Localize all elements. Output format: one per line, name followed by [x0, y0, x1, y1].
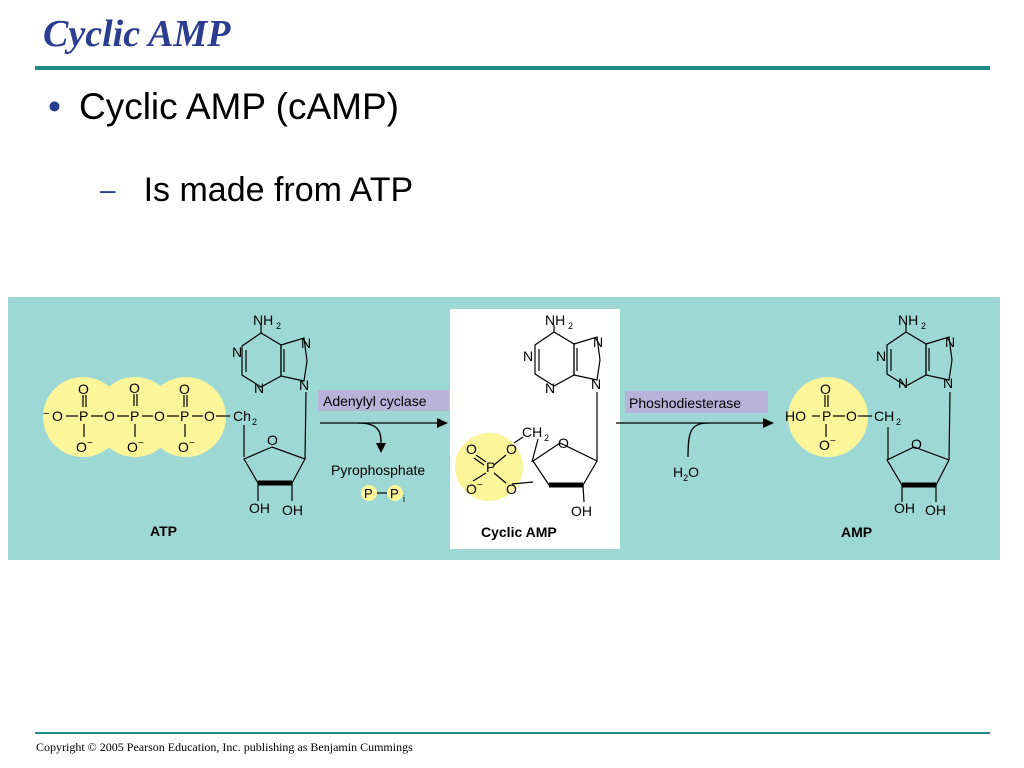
charge-label: −: [87, 438, 93, 449]
phosphate-circle: [788, 377, 868, 457]
enzyme-label-phosphodiesterase: Phoshodiesterase: [629, 395, 741, 411]
amp-molecule: O HO P O O − CH 2 O OH OH NH 2 N N N N A…: [785, 312, 955, 540]
atom-label: N: [523, 348, 533, 364]
atom-label: O: [846, 408, 857, 424]
atom-label: OH: [925, 502, 946, 518]
arrowhead-icon: [376, 443, 386, 453]
atom-label: CH: [522, 424, 542, 440]
water-o: O: [688, 464, 699, 480]
sub-bullet-text: Is made from ATP: [143, 171, 414, 209]
subscript: 2: [544, 433, 549, 443]
subscript: 2: [276, 321, 281, 331]
atom-label: NH: [545, 312, 565, 328]
atom-label: P: [364, 486, 373, 501]
atom-label: CH: [874, 408, 894, 424]
subscript: i: [403, 494, 405, 504]
charge-label: −: [477, 480, 483, 491]
atom-label: OH: [894, 500, 915, 516]
atom-label: N: [254, 380, 264, 396]
copyright-footer: Copyright © 2005 Pearson Education, Inc.…: [36, 740, 413, 754]
pyrophosphate-label: Pyrophosphate: [331, 462, 425, 478]
slide-title: Cyclic AMP: [43, 13, 231, 55]
atom-label: O: [127, 439, 138, 455]
atom-label: O: [267, 432, 278, 448]
atom-label: OH: [282, 502, 303, 518]
enzyme-box: [318, 390, 449, 411]
atom-label: O: [76, 439, 87, 455]
cyclic-amp-label: Cyclic AMP: [481, 524, 557, 540]
atom-label: O: [466, 481, 477, 497]
arrow-icon: [320, 422, 440, 444]
footer-divider: [35, 732, 990, 734]
atom-label: O: [154, 408, 165, 424]
atom-label: O: [819, 437, 830, 453]
atom-label: O: [506, 441, 517, 457]
atom-label: NH: [253, 312, 273, 328]
atom-label: N: [232, 344, 242, 360]
charge-label: −: [138, 438, 144, 449]
arrowhead-icon: [437, 418, 448, 428]
atom-label: N: [299, 377, 309, 393]
atom-label: HO: [785, 408, 806, 424]
charge-label: −: [189, 438, 195, 449]
atom-label: O: [558, 435, 569, 451]
subscript: 2: [252, 417, 257, 427]
atom-label: NH: [898, 312, 918, 328]
subscript: 2: [896, 417, 901, 427]
sub-bullet-item: –Is made from ATP: [100, 171, 413, 210]
atp-molecule: O O O − O P O P O P O O − O − O − Ch 2 O…: [43, 312, 311, 539]
atom-label: O: [178, 439, 189, 455]
atom-label: N: [943, 375, 953, 391]
atom-label: P: [180, 408, 189, 424]
charge-label: −: [830, 436, 836, 447]
subscript: 2: [683, 473, 688, 483]
charge-label: −: [43, 408, 49, 420]
atom-label: O: [78, 381, 89, 397]
atom-label: O: [506, 481, 517, 497]
phosphate-circle: [455, 433, 523, 501]
atom-label: N: [301, 335, 311, 351]
arrowhead-icon: [763, 418, 774, 428]
atom-label: Ch: [233, 408, 251, 424]
atom-label: P: [130, 408, 139, 424]
phosphate-circle: [146, 377, 226, 457]
atom-label: P: [822, 408, 831, 424]
bullet-text: Cyclic AMP (cAMP): [78, 86, 399, 127]
bullet-dot-icon: •: [48, 86, 61, 127]
dash-icon: –: [100, 174, 116, 205]
amp-label: AMP: [841, 524, 872, 540]
atom-label: O: [466, 441, 477, 457]
atom-label: O: [104, 408, 115, 424]
atom-label: O: [129, 380, 140, 396]
atom-label: O: [52, 408, 63, 424]
atom-label: O: [179, 381, 190, 397]
atom-label: N: [876, 348, 886, 364]
atom-label: O: [204, 408, 215, 424]
atom-label: N: [945, 334, 955, 350]
atom-label: P: [390, 486, 399, 501]
bullet-item: • Cyclic AMP (cAMP): [48, 86, 399, 128]
atom-label: O: [820, 381, 831, 397]
arrow-icon: [616, 422, 764, 458]
atom-label: P: [79, 408, 88, 424]
atom-label: OH: [571, 503, 592, 519]
subscript: 2: [568, 321, 573, 331]
camp-synthesis-diagram: O O O − O P O P O P O O − O − O − Ch 2 O…: [8, 297, 1000, 560]
water-label: H2O: [673, 464, 699, 483]
atom-label: O: [911, 436, 922, 452]
atom-label: OH: [249, 500, 270, 516]
water-h: H: [673, 464, 683, 480]
enzyme-box: [625, 391, 768, 413]
atom-label: N: [545, 380, 555, 396]
atp-label: ATP: [150, 523, 177, 539]
atom-label: P: [486, 459, 495, 475]
cyclic-amp-molecule: O O P O − O CH 2 O OH NH 2 N N N N Cycli…: [455, 312, 603, 540]
subscript: 2: [921, 321, 926, 331]
enzyme-label-adenylyl-cyclase: Adenylyl cyclase: [323, 393, 427, 409]
title-divider: [35, 66, 990, 70]
atom-label: N: [591, 376, 601, 392]
pyrophosphate-icon: P P i: [361, 485, 405, 504]
atom-label: N: [593, 334, 603, 350]
atom-label: N: [898, 375, 908, 391]
